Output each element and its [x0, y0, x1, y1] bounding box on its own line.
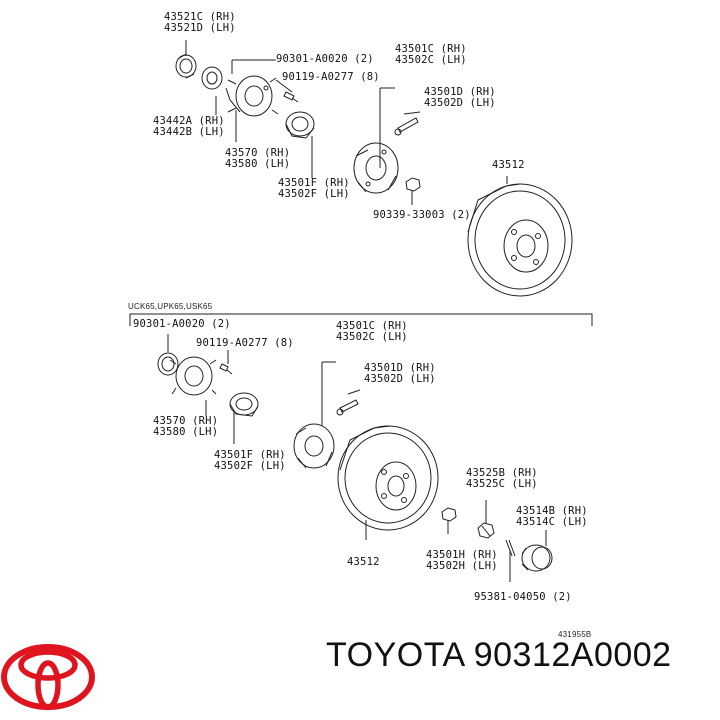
label-43442a: 43442A (RH) [153, 115, 225, 127]
part-number-title: TOYOTA 90312A0002 [326, 636, 672, 674]
label-43502c: 43502C (LH) [395, 54, 467, 66]
label-90339: 90339-33003 (2) [373, 209, 471, 221]
label-43501c: 43501C (RH) [395, 43, 467, 55]
label-43514b: 43514B (RH) [516, 505, 588, 517]
label-95381: 95381-04050 (2) [474, 591, 572, 603]
label-43580: 43580 (LH) [225, 158, 291, 170]
section-header-models: UCK65,UPK65,USK65 [128, 302, 213, 311]
label-43502d-b: 43502D (LH) [364, 373, 436, 385]
label-43521d: 43521D (LH) [164, 22, 236, 34]
label-43512-top: 43512 [492, 159, 525, 171]
label-43514c: 43514C (LH) [516, 516, 588, 528]
label-90301-b: 90301-A0020 (2) [133, 318, 231, 330]
label-43501c-b: 43501C (RH) [336, 320, 408, 332]
label-43501f-b: 43501F (RH) [214, 449, 286, 461]
label-43570: 43570 (RH) [225, 147, 291, 159]
label-43502f: 43502F (LH) [278, 188, 350, 200]
label-43525c: 43525C (LH) [466, 478, 538, 490]
label-43502c-b: 43502C (LH) [336, 331, 408, 343]
label-43521c: 43521C (RH) [164, 11, 236, 23]
label-43570-b: 43570 (RH) [153, 415, 219, 427]
label-90119: 90119-A0277 (8) [282, 71, 380, 83]
label-43501f: 43501F (RH) [278, 177, 350, 189]
label-90301: 90301-A0020 (2) [276, 53, 374, 65]
label-43580-b: 43580 (LH) [153, 426, 219, 438]
label-43512-bottom: 43512 [347, 556, 380, 568]
label-43502d: 43502D (LH) [424, 97, 496, 109]
label-90119-b: 90119-A0277 (8) [196, 337, 294, 349]
label-43501h: 43501H (RH) [426, 549, 498, 561]
label-43501d-b: 43501D (RH) [364, 362, 436, 374]
label-43501d: 43501D (RH) [424, 86, 496, 98]
toyota-logo-icon [1, 644, 95, 710]
label-43502h: 43502H (LH) [426, 560, 498, 572]
figure-code: 431955B [558, 630, 592, 639]
label-43502f-b: 43502F (LH) [214, 460, 286, 472]
label-43442b: 43442B (LH) [153, 126, 225, 138]
label-43525b: 43525B (RH) [466, 467, 538, 479]
